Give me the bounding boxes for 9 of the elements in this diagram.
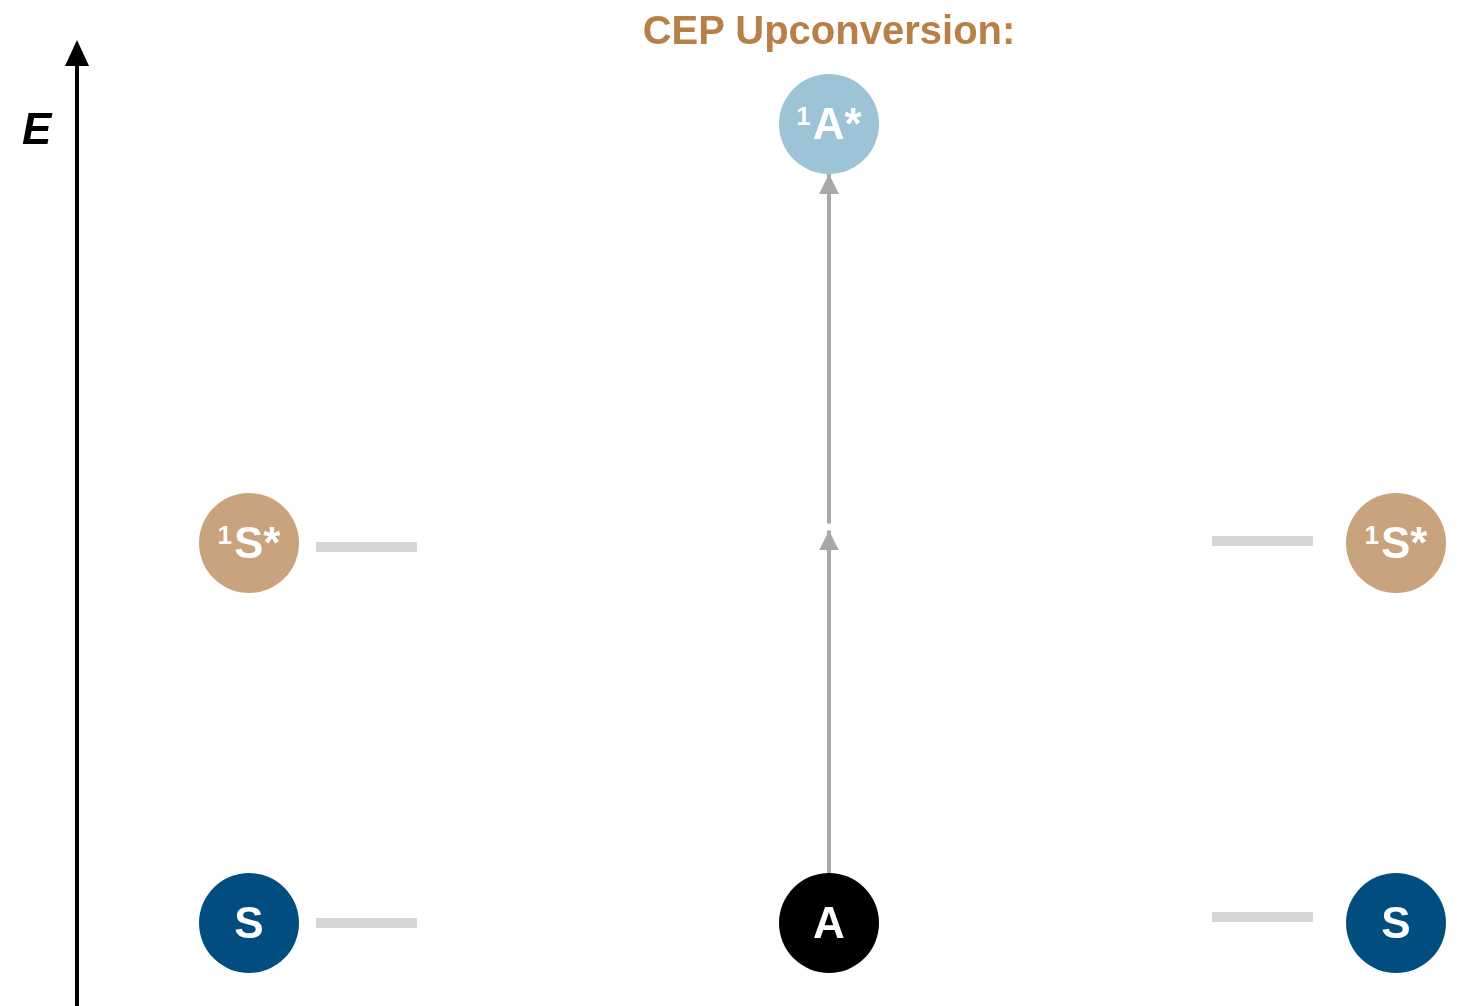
state-label: S	[1381, 901, 1411, 945]
diagram-title: CEP Upconversion:	[641, 8, 1017, 53]
state-label: $^{1}$S*	[1364, 521, 1428, 565]
axis-label: E	[22, 104, 52, 154]
state-label: A	[813, 901, 845, 945]
state-label: $^{1}$A*	[796, 102, 862, 146]
state-label: S	[234, 901, 264, 945]
state-label: $^{1}$S*	[217, 521, 281, 565]
arrow	[819, 174, 839, 873]
